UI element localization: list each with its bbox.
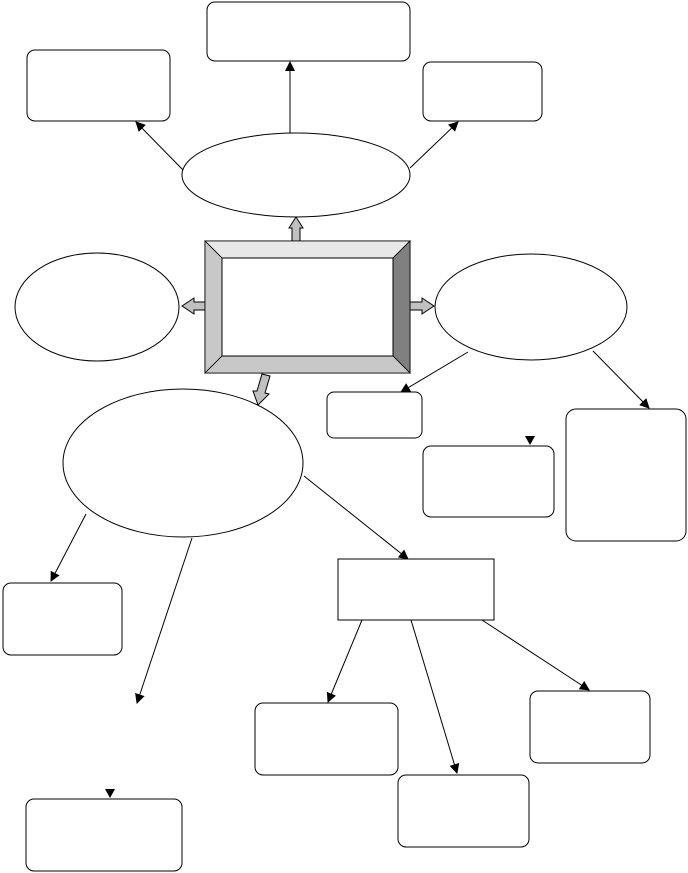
block-arrow-up (288, 216, 304, 242)
stray-arrowhead-right-middle (525, 436, 535, 445)
central-bevel-bottom (204, 355, 411, 374)
edge-top-ellipse-to-upper-right-box (409, 121, 459, 169)
edge-top-ellipse-to-upper-left-box (135, 121, 184, 171)
far-right-box (565, 408, 687, 542)
edge-right-ellipse-to-far-right-box (592, 350, 650, 409)
lower-left-box (2, 582, 123, 656)
central-bevel-right (392, 240, 411, 374)
right-ellipse (434, 253, 628, 361)
bottom-left-box (25, 798, 183, 872)
stray-arrowhead-bottom-left (105, 789, 115, 798)
edge-bottom-ellipse-to-lower-left-box (50, 513, 87, 582)
block-arrow-down (252, 373, 271, 406)
block-arrow-left (181, 297, 208, 315)
connectors (50, 61, 650, 774)
edge-bottom-ellipse-to-square-box (303, 475, 409, 560)
edge-square-box-to-sub-right-box (481, 619, 590, 691)
bottom-ellipse (62, 388, 304, 538)
upper-left-box (26, 49, 171, 122)
sub-left-box (254, 702, 399, 776)
central-bevel-top (204, 240, 411, 259)
stray-arrowheads (105, 436, 535, 798)
edge-right-ellipse-to-right-small-box (400, 351, 469, 393)
edge-bottom-ellipse-to-bottom-left-box (135, 537, 193, 704)
central-frame-inner (221, 257, 394, 357)
top-box (206, 1, 411, 62)
central-node (204, 240, 411, 374)
block-arrows (181, 216, 435, 406)
central-bevel-left (204, 240, 223, 374)
block-arrow-right (408, 297, 435, 315)
square-box (337, 558, 495, 621)
sub-right-box (529, 690, 651, 764)
top-ellipse (181, 132, 411, 218)
left-ellipse (14, 252, 180, 362)
upper-right-box (422, 61, 543, 122)
right-small-box (326, 391, 423, 439)
edge-square-box-to-sub-bottom-box (410, 619, 460, 774)
sub-bottom-box (397, 774, 530, 848)
edge-square-box-to-sub-left-box (326, 619, 363, 703)
right-middle-box (422, 445, 555, 518)
